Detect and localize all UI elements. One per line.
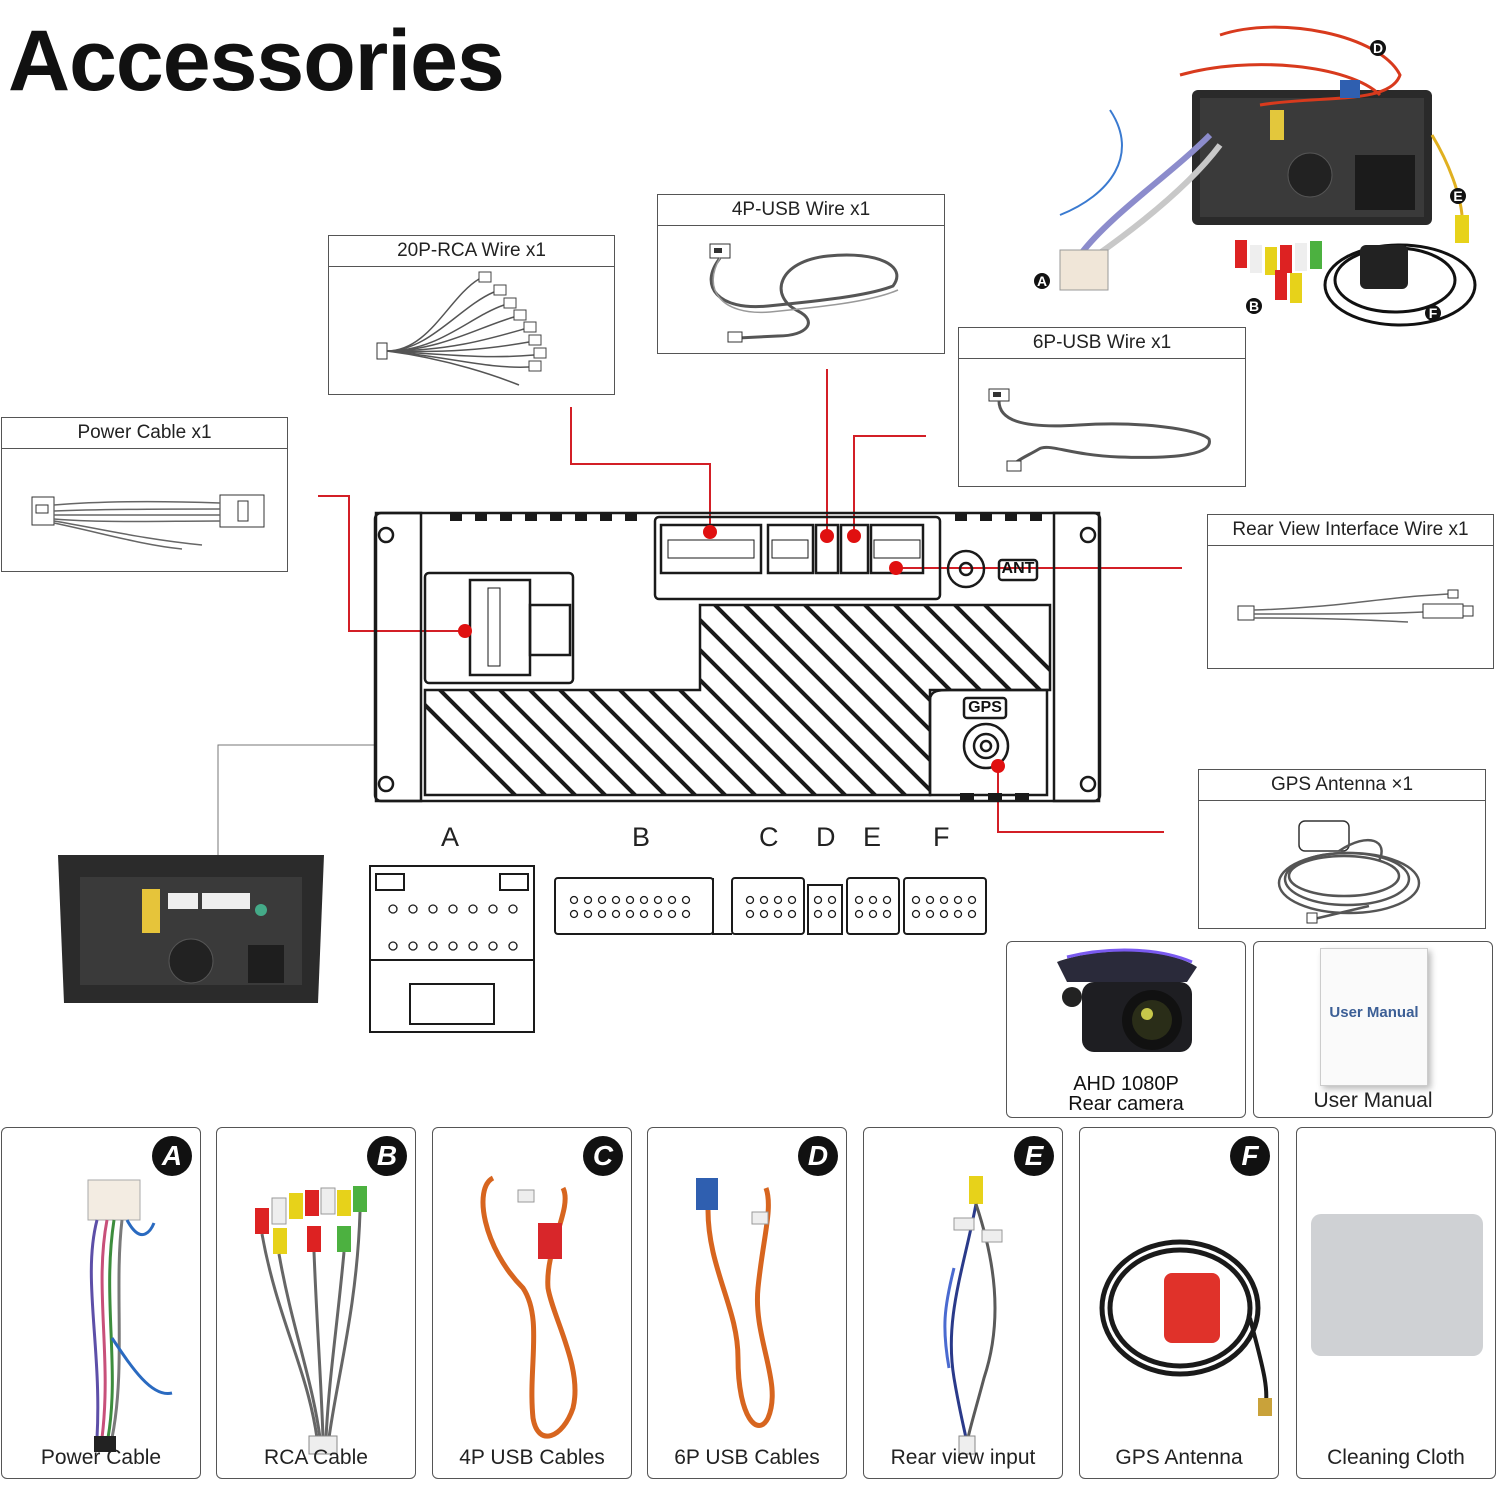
photo-letter-e: E	[1450, 188, 1466, 204]
page-title: Accessories	[8, 13, 505, 109]
callout-rear-view-wire: Rear View Interface Wire x1	[1207, 514, 1494, 669]
manual-label: User Manual	[1313, 1089, 1433, 1112]
item-card-gps-antenna: F GPS Antenna	[1079, 1127, 1279, 1479]
photo-letter-f: F	[1425, 305, 1441, 321]
rca-cable-image	[255, 1186, 367, 1455]
4p-usb-wire-drawing	[709, 243, 899, 343]
item-badge-d: D	[798, 1136, 838, 1176]
item-label-4p-usb: 4P USB Cables	[459, 1446, 605, 1469]
card-user-manual: User Manual User Manual	[1253, 941, 1493, 1118]
manual-booklet: User Manual	[1320, 948, 1428, 1086]
callout-power-cable-title: Power Cable x1	[2, 418, 287, 449]
6p-usb-cable-image	[696, 1178, 775, 1428]
callout-gps-antenna: GPS Antenna ×1	[1198, 769, 1486, 929]
manual-cover-text: User Manual	[1329, 1004, 1419, 1021]
camera-label-line2: Rear camera	[1068, 1093, 1184, 1115]
camera-image	[1057, 948, 1197, 1052]
item-card-4p-usb: C 4P USB Cables	[432, 1127, 632, 1479]
6p-usb-wire-drawing	[988, 388, 1211, 472]
item-label-rca-cable: RCA Cable	[264, 1446, 368, 1469]
head-unit-rear-photo	[56, 853, 326, 1006]
item-card-rca-cable: B RCA Cable	[216, 1127, 416, 1479]
connector-letter-e: E	[863, 822, 882, 852]
item-badge-e: E	[1014, 1136, 1054, 1176]
item-badge-b: B	[367, 1136, 407, 1176]
item-card-cleaning-cloth: Cleaning Cloth	[1296, 1127, 1496, 1479]
camera-label-line1: AHD 1080P	[1073, 1073, 1179, 1095]
photo-letter-b: B	[1246, 298, 1262, 314]
callout-power-cable: Power Cable x1	[1, 417, 288, 572]
rear-view-input-image	[943, 1176, 1003, 1455]
item-label-cleaning-cloth: Cleaning Cloth	[1327, 1446, 1465, 1469]
item-label-rear-view-input: Rear view input	[890, 1446, 1036, 1469]
card-rear-camera: AHD 1080P Rear camera	[1006, 941, 1246, 1118]
item-card-6p-usb: D 6P USB Cables	[647, 1127, 847, 1479]
callout-rear-view-wire-title: Rear View Interface Wire x1	[1208, 515, 1493, 546]
item-label-6p-usb: 6P USB Cables	[674, 1446, 820, 1469]
rca-wire-drawing	[376, 271, 547, 386]
gps-antenna-drawing	[1277, 820, 1421, 924]
4p-usb-cable-image	[480, 1175, 578, 1439]
item-badge-a: A	[152, 1136, 192, 1176]
item-label-gps-antenna: GPS Antenna	[1115, 1446, 1243, 1469]
connector-letter-d: D	[816, 822, 836, 852]
callout-6p-usb-wire: 6P-USB Wire x1	[958, 327, 1246, 487]
callout-4p-usb-wire: 4P-USB Wire x1	[657, 194, 945, 354]
callout-6p-usb-wire-title: 6P-USB Wire x1	[959, 328, 1245, 359]
rear-view-wire-drawing	[1237, 589, 1474, 623]
callout-rca-wire-title: 20P-RCA Wire x1	[329, 236, 614, 267]
connector-letter-f: F	[933, 822, 950, 852]
cleaning-cloth-image	[1311, 1214, 1483, 1356]
item-card-power-cable: A Power Cable	[1, 1127, 201, 1479]
gps-antenna-image	[1099, 1239, 1272, 1416]
item-card-rear-view-input: E Rear view input	[863, 1127, 1063, 1479]
callout-4p-usb-wire-title: 4P-USB Wire x1	[658, 195, 944, 226]
harness-overview-photo: A B D E F	[1020, 15, 1490, 335]
photo-letter-a: A	[1034, 273, 1050, 289]
connector-letter-b: B	[632, 822, 651, 852]
power-cable-image	[87, 1179, 173, 1452]
photo-letter-d: D	[1370, 40, 1386, 56]
connector-letter-c: C	[759, 822, 779, 852]
connector-letter-a: A	[441, 822, 460, 852]
callout-rca-wire: 20P-RCA Wire x1	[328, 235, 615, 395]
gps-label: GPS	[968, 699, 1002, 716]
item-badge-f: F	[1230, 1136, 1270, 1176]
item-label-power-cable: Power Cable	[40, 1446, 162, 1469]
item-badge-c: C	[583, 1136, 623, 1176]
callout-gps-antenna-title: GPS Antenna ×1	[1199, 770, 1485, 801]
ant-label: ANT	[1001, 560, 1035, 577]
power-cable-drawing	[31, 494, 265, 550]
